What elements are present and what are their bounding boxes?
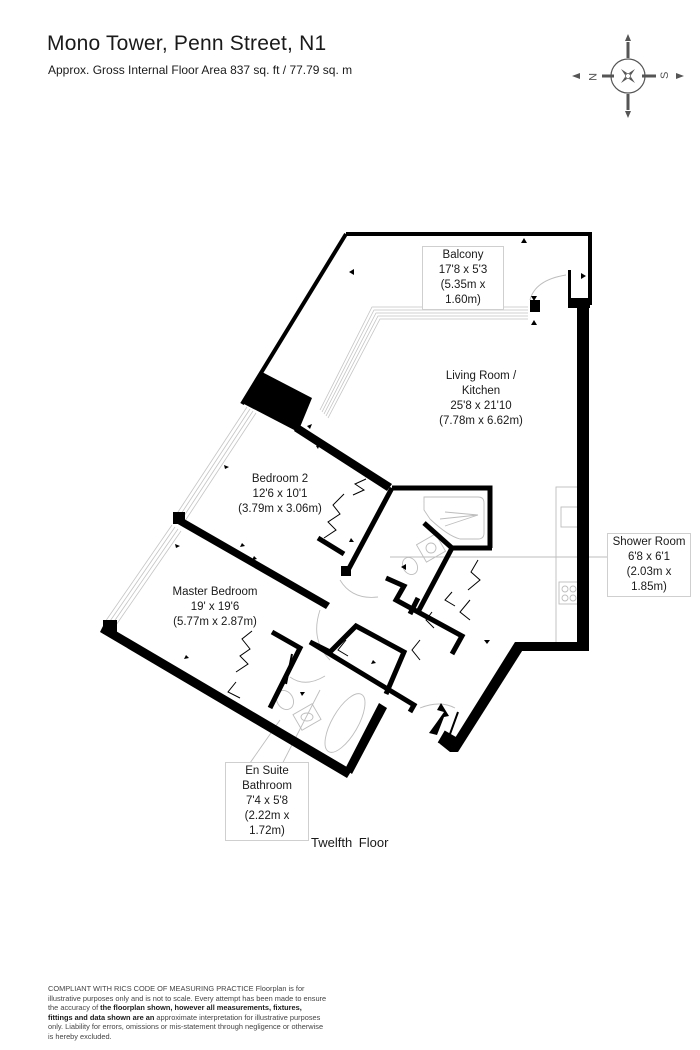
dimension-ticks [175,238,586,696]
room-label-bedroom-2: Bedroom 2 12'6 x 10'1 (3.79m x 3.06m) [230,472,330,517]
room-name: Kitchen [461,385,501,397]
wardrobe-doors [227,478,481,699]
room-label-shower-room: Shower Room 6'8 x 6'1 (2.03m x 1.85m) [607,533,691,597]
room-name: Bedroom 2 [251,473,309,485]
room-dimensions-metric: (3.79m x 3.06m) [238,503,322,515]
svg-text:N: N [586,73,598,81]
room-dimensions-imperial: 6'8 x 6'1 [627,551,671,563]
room-dimensions-metric: (2.22m x 1.72m) [244,810,290,837]
compass-rose-icon: N S [572,34,684,118]
room-dimensions-imperial: 12'6 x 10'1 [252,488,308,500]
fixture-lines [249,274,610,779]
room-dimensions-imperial: 17'8 x 5'3 [438,264,488,276]
page-title: Mono Tower, Penn Street, N1 [47,32,327,55]
room-label-balcony: Balcony 17'8 x 5'3 (5.35m x 1.60m) [422,246,504,310]
floor-label: Twelfth Floor [311,835,389,850]
room-name: En Suite [245,765,289,777]
room-name: Master Bedroom [172,586,258,598]
walls [100,232,592,778]
room-dimensions-metric: (5.77m x 2.87m) [173,616,257,628]
room-name: Balcony [442,249,484,261]
room-dimensions-imperial: 19' x 19'6 [190,601,240,613]
room-dimensions-metric: (2.03m x 1.85m) [626,566,672,593]
floor-area-subtitle: Approx. Gross Internal Floor Area 837 sq… [48,63,353,77]
room-label-living-kitchen: Living Room / Kitchen 25'8 x 21'10 (7.78… [426,369,536,429]
room-dimensions-metric: (5.35m x 1.60m) [440,279,486,306]
room-dimensions-metric: (7.78m x 6.62m) [439,415,523,427]
disclaimer-part-1: COMPLIANT WITH RICS CODE OF MEASURING PR… [48,984,327,1012]
disclaimer-text: COMPLIANT WITH RICS CODE OF MEASURING PR… [48,984,328,1041]
room-name: Living Room / [445,370,517,382]
room-label-master-bedroom: Master Bedroom 19' x 19'6 (5.77m x 2.87m… [160,585,270,630]
room-name: Shower Room [612,536,686,548]
room-name: Bathroom [242,780,292,792]
disclaimer-part-2: approximate interpretation for illustrat… [48,1012,324,1041]
svg-text:S: S [659,72,671,79]
glazing-lines [104,306,528,629]
room-dimensions-imperial: 25'8 x 21'10 [450,400,512,412]
room-dimensions-imperial: 7'4 x 5'8 [245,795,289,807]
room-label-en-suite-bathroom: En Suite Bathroom 7'4 x 5'8 (2.22m x 1.7… [225,762,309,841]
disclaimer-bold: the floorplan shown, however all measure… [48,1003,302,1022]
